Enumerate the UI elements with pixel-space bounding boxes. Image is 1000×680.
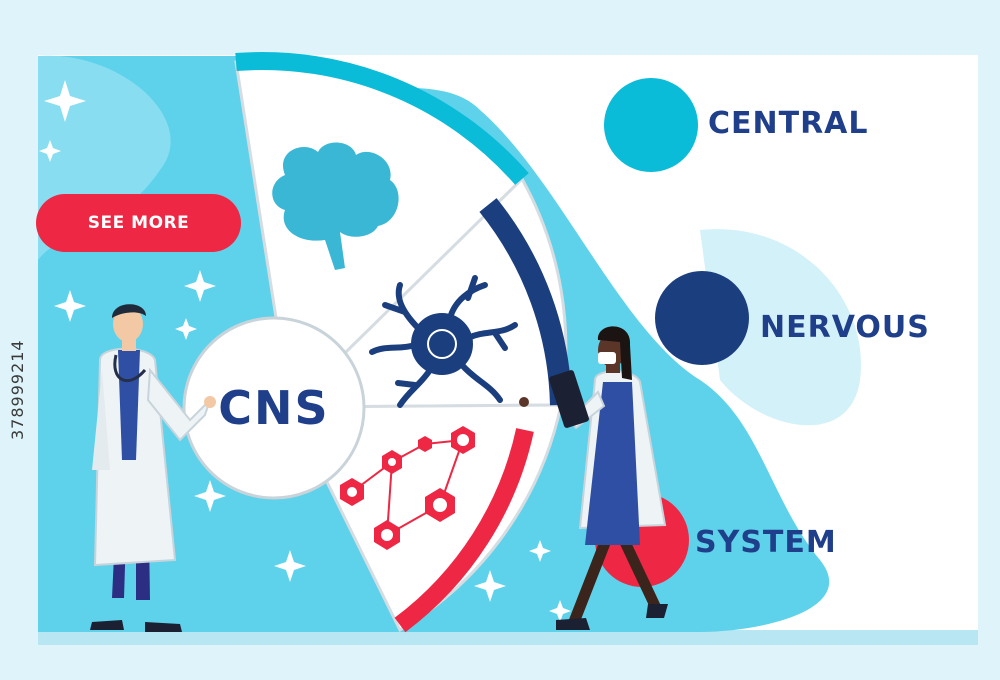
cns-label: CNS xyxy=(218,381,330,435)
cns-circle xyxy=(182,316,366,500)
fan-arc-red xyxy=(394,428,534,633)
central-circle xyxy=(604,78,698,172)
male-doctor xyxy=(90,304,216,632)
female-doctor xyxy=(519,326,668,630)
acronym-word-nervous: NERVOUS xyxy=(760,310,930,345)
acronym-word-system: SYSTEM xyxy=(695,525,837,560)
see-more-button[interactable]: SEE MORE xyxy=(36,194,241,252)
acronym-word-central: CENTRAL xyxy=(708,106,869,141)
fan-arc-cyan xyxy=(235,52,529,185)
brain-icon xyxy=(272,142,399,270)
molecule-icon xyxy=(340,426,475,550)
nervous-circle xyxy=(655,271,749,365)
floor-strip xyxy=(38,630,978,645)
neuron-icon xyxy=(369,275,518,408)
stock-id-watermark: 378999214 xyxy=(8,339,27,440)
background-blob-pale xyxy=(700,229,861,426)
